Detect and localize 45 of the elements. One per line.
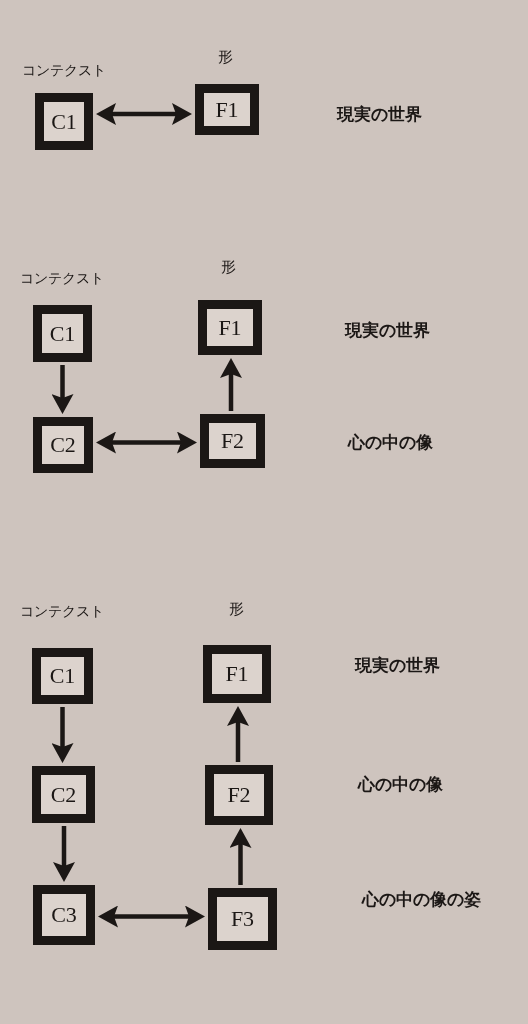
column-header: コンテクスト bbox=[20, 603, 104, 620]
row-label: 現実の世界 bbox=[355, 656, 440, 676]
framed-box bbox=[195, 84, 259, 135]
row-label: 心の中の像 bbox=[358, 775, 443, 795]
box-label: F2 bbox=[227, 784, 251, 806]
arrow bbox=[220, 358, 242, 411]
framed-box bbox=[200, 414, 265, 468]
box-label: C1 bbox=[49, 665, 76, 687]
box-label: C1 bbox=[51, 110, 77, 133]
framed-box bbox=[205, 765, 273, 825]
box-label: F3 bbox=[230, 908, 255, 930]
column-header: 形 bbox=[221, 259, 236, 277]
box-label: F1 bbox=[215, 98, 239, 121]
box-label: F1 bbox=[218, 316, 242, 339]
row-label: 現実の世界 bbox=[337, 105, 422, 125]
box-label: F2 bbox=[220, 430, 245, 452]
framed-box bbox=[208, 888, 277, 950]
framed-box bbox=[35, 93, 93, 150]
column-header: コンテクスト bbox=[22, 62, 106, 79]
arrow bbox=[51, 707, 74, 763]
row-label: 心の中の像の姿 bbox=[362, 890, 481, 910]
row-label: 心の中の像 bbox=[348, 433, 433, 453]
double-arrow bbox=[98, 905, 205, 928]
framed-box bbox=[33, 417, 93, 473]
box-label: F1 bbox=[225, 663, 249, 685]
column-header: コンテクスト bbox=[20, 270, 104, 287]
framed-box bbox=[32, 766, 95, 823]
framed-box bbox=[33, 885, 95, 945]
arrow bbox=[53, 826, 75, 882]
arrow bbox=[227, 706, 249, 762]
framed-box bbox=[198, 300, 262, 355]
box-label: C1 bbox=[49, 322, 76, 345]
row-label: 現実の世界 bbox=[345, 321, 430, 341]
arrow bbox=[229, 828, 252, 885]
box-label: C3 bbox=[51, 904, 77, 926]
double-arrow bbox=[96, 103, 192, 125]
framed-box bbox=[203, 645, 271, 703]
box-label: C2 bbox=[50, 434, 76, 456]
column-header: 形 bbox=[218, 49, 233, 67]
framed-box bbox=[33, 305, 92, 362]
box-label: C2 bbox=[50, 783, 77, 806]
arrow bbox=[51, 365, 74, 414]
column-header: 形 bbox=[229, 601, 244, 619]
double-arrow bbox=[96, 431, 197, 454]
framed-box bbox=[32, 648, 93, 704]
